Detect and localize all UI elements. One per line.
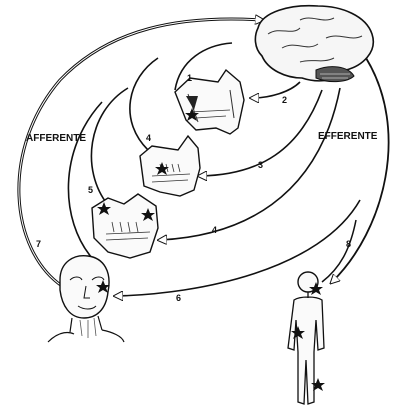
efferent-arrow-3 (200, 89, 323, 176)
star-icon (155, 162, 169, 175)
step-number-5: 5 (88, 185, 94, 195)
efferent-label: EFFERENTE (318, 131, 378, 142)
body-figure-icon (287, 271, 325, 405)
step-number-6: 6 (176, 293, 182, 303)
efferent-arrow-2 (252, 81, 301, 98)
skull-jaw-3 (91, 193, 159, 259)
brain-icon (254, 4, 375, 83)
star-icon (97, 202, 111, 215)
star-icon (291, 326, 305, 339)
star-icon (185, 108, 199, 121)
step-number-1: 1 (187, 73, 193, 83)
afferent-label: AFFERENTE (26, 133, 86, 144)
skull-jaw-2 (139, 134, 201, 197)
star-icon (309, 282, 323, 295)
star-icon (141, 208, 155, 221)
star-icon (311, 378, 325, 391)
step-number-7: 7 (36, 239, 42, 249)
skull-jaw-1 (174, 68, 245, 135)
afferent-arc-3 (90, 87, 129, 206)
step-number-4-upper: 4 (146, 133, 152, 143)
face-icon (47, 255, 125, 343)
afferent-arc-1 (174, 42, 233, 91)
star-icon (96, 280, 110, 293)
step-number-4-lower: 4 (212, 225, 218, 235)
step-number-8: 8 (346, 239, 352, 249)
step-number-2: 2 (282, 95, 288, 105)
step-number-3: 3 (258, 160, 264, 170)
efferent-arrow-4 (160, 87, 341, 240)
afferent-arc-2 (129, 57, 159, 151)
afferent-arc-4 (67, 101, 103, 259)
efferent-arrow-8 (321, 219, 357, 283)
efferent-outer-arrow (332, 57, 390, 282)
efferent-arrow-6 (116, 199, 361, 296)
